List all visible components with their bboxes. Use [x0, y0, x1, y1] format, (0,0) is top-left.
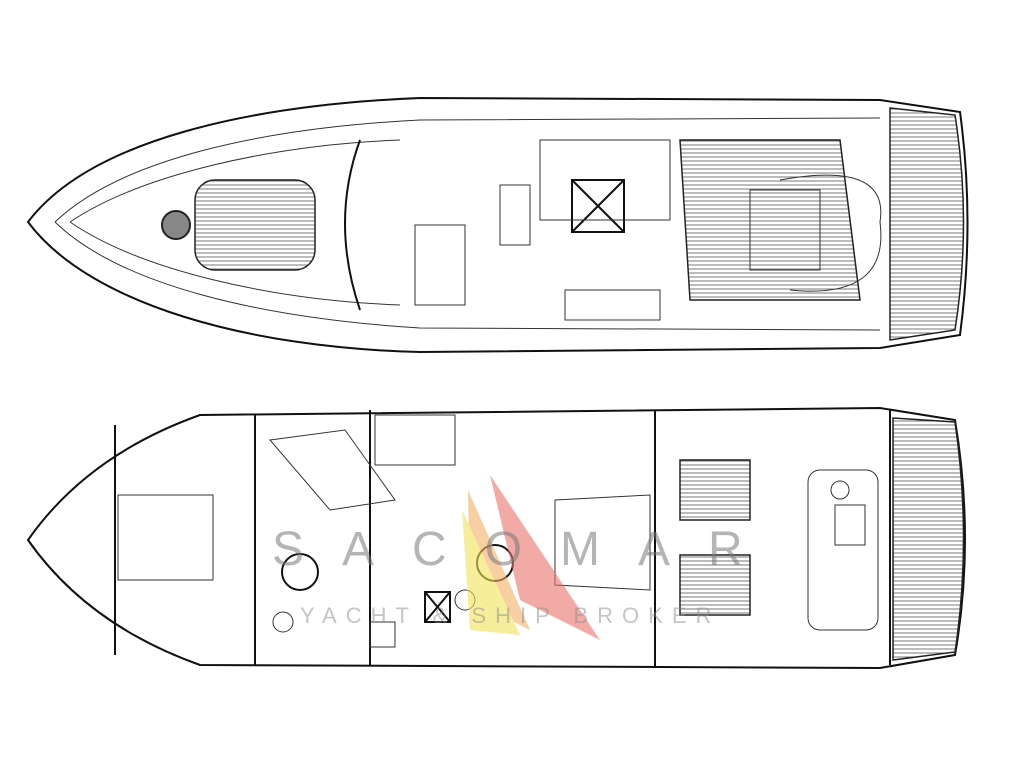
watermark-sail-logo: [462, 475, 600, 640]
watermark-tagline: YACHT & SHIP BROKER: [300, 603, 721, 628]
watermark-name: SACOMAR: [272, 523, 781, 576]
lower-deck-plan: [26, 406, 966, 670]
deck-plan: [26, 96, 969, 354]
